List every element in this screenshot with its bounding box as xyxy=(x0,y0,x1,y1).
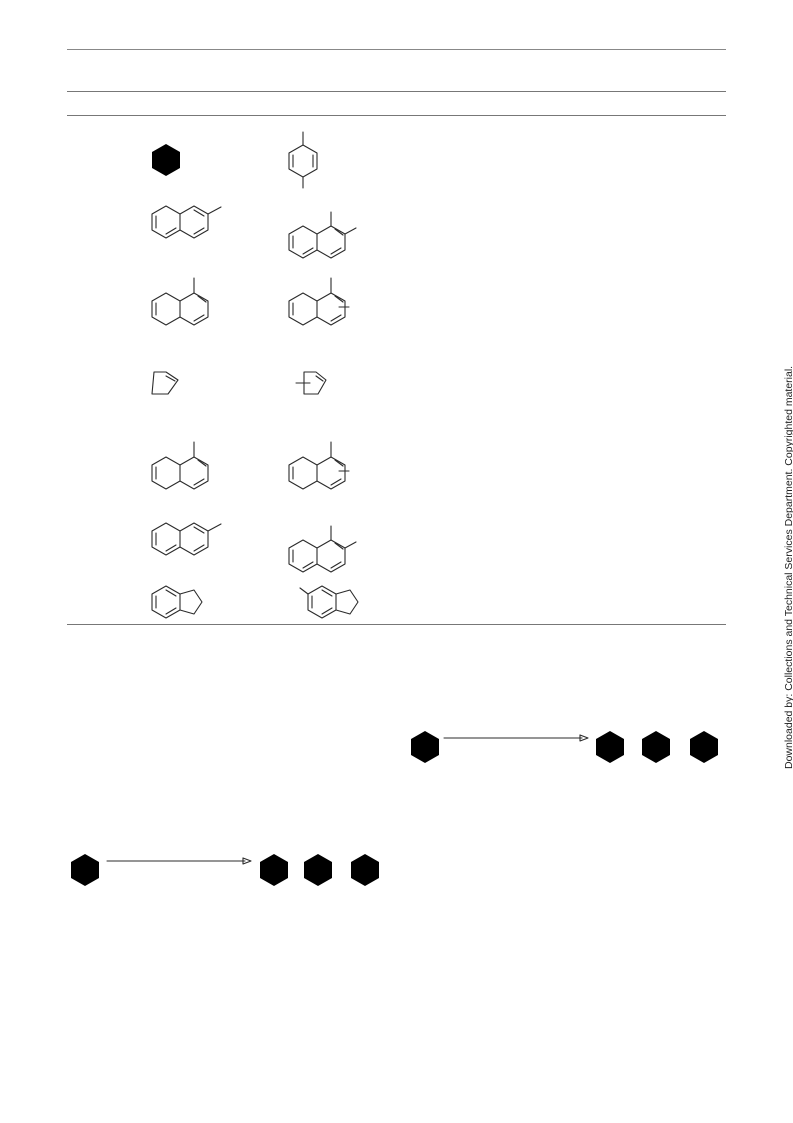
toluene-icon xyxy=(684,715,724,765)
reaction-arrow xyxy=(106,857,252,865)
toluene-icon xyxy=(146,128,186,178)
dimethylnaphthalene-mixture-icon xyxy=(288,441,350,490)
indane-icon xyxy=(151,585,203,619)
toluene-icon xyxy=(345,838,385,888)
5-methylindane-icon xyxy=(299,585,359,619)
1,2-dimethylnaphthalene-icon xyxy=(288,525,357,573)
table-subheader-rule xyxy=(67,115,726,116)
toluene-icon xyxy=(298,838,338,888)
cyclopentene-icon xyxy=(151,371,179,395)
p-xylene-icon xyxy=(288,131,318,189)
1-methylnaphthalene-icon xyxy=(151,441,209,490)
2-methylnaphthalene-icon xyxy=(151,522,222,556)
toluene-icon xyxy=(65,838,105,888)
toluene-icon xyxy=(636,715,676,765)
2-methylnaphthalene-icon xyxy=(151,205,222,239)
methylcyclopentene-mixture-icon xyxy=(295,371,327,395)
toluene-icon xyxy=(405,715,445,765)
dimethylnaphthalene-mixture-icon xyxy=(288,277,350,326)
download-notice: Downloaded by: Collections and Technical… xyxy=(783,365,793,769)
1,2-dimethylnaphthalene-icon xyxy=(288,211,357,259)
table-header-rule xyxy=(67,91,726,92)
table-bottom-rule xyxy=(67,624,726,625)
toluene-icon xyxy=(590,715,630,765)
table-top-rule xyxy=(67,49,726,50)
toluene-icon xyxy=(254,838,294,888)
reaction-arrow xyxy=(443,734,589,742)
1-methylnaphthalene-icon xyxy=(151,277,209,326)
